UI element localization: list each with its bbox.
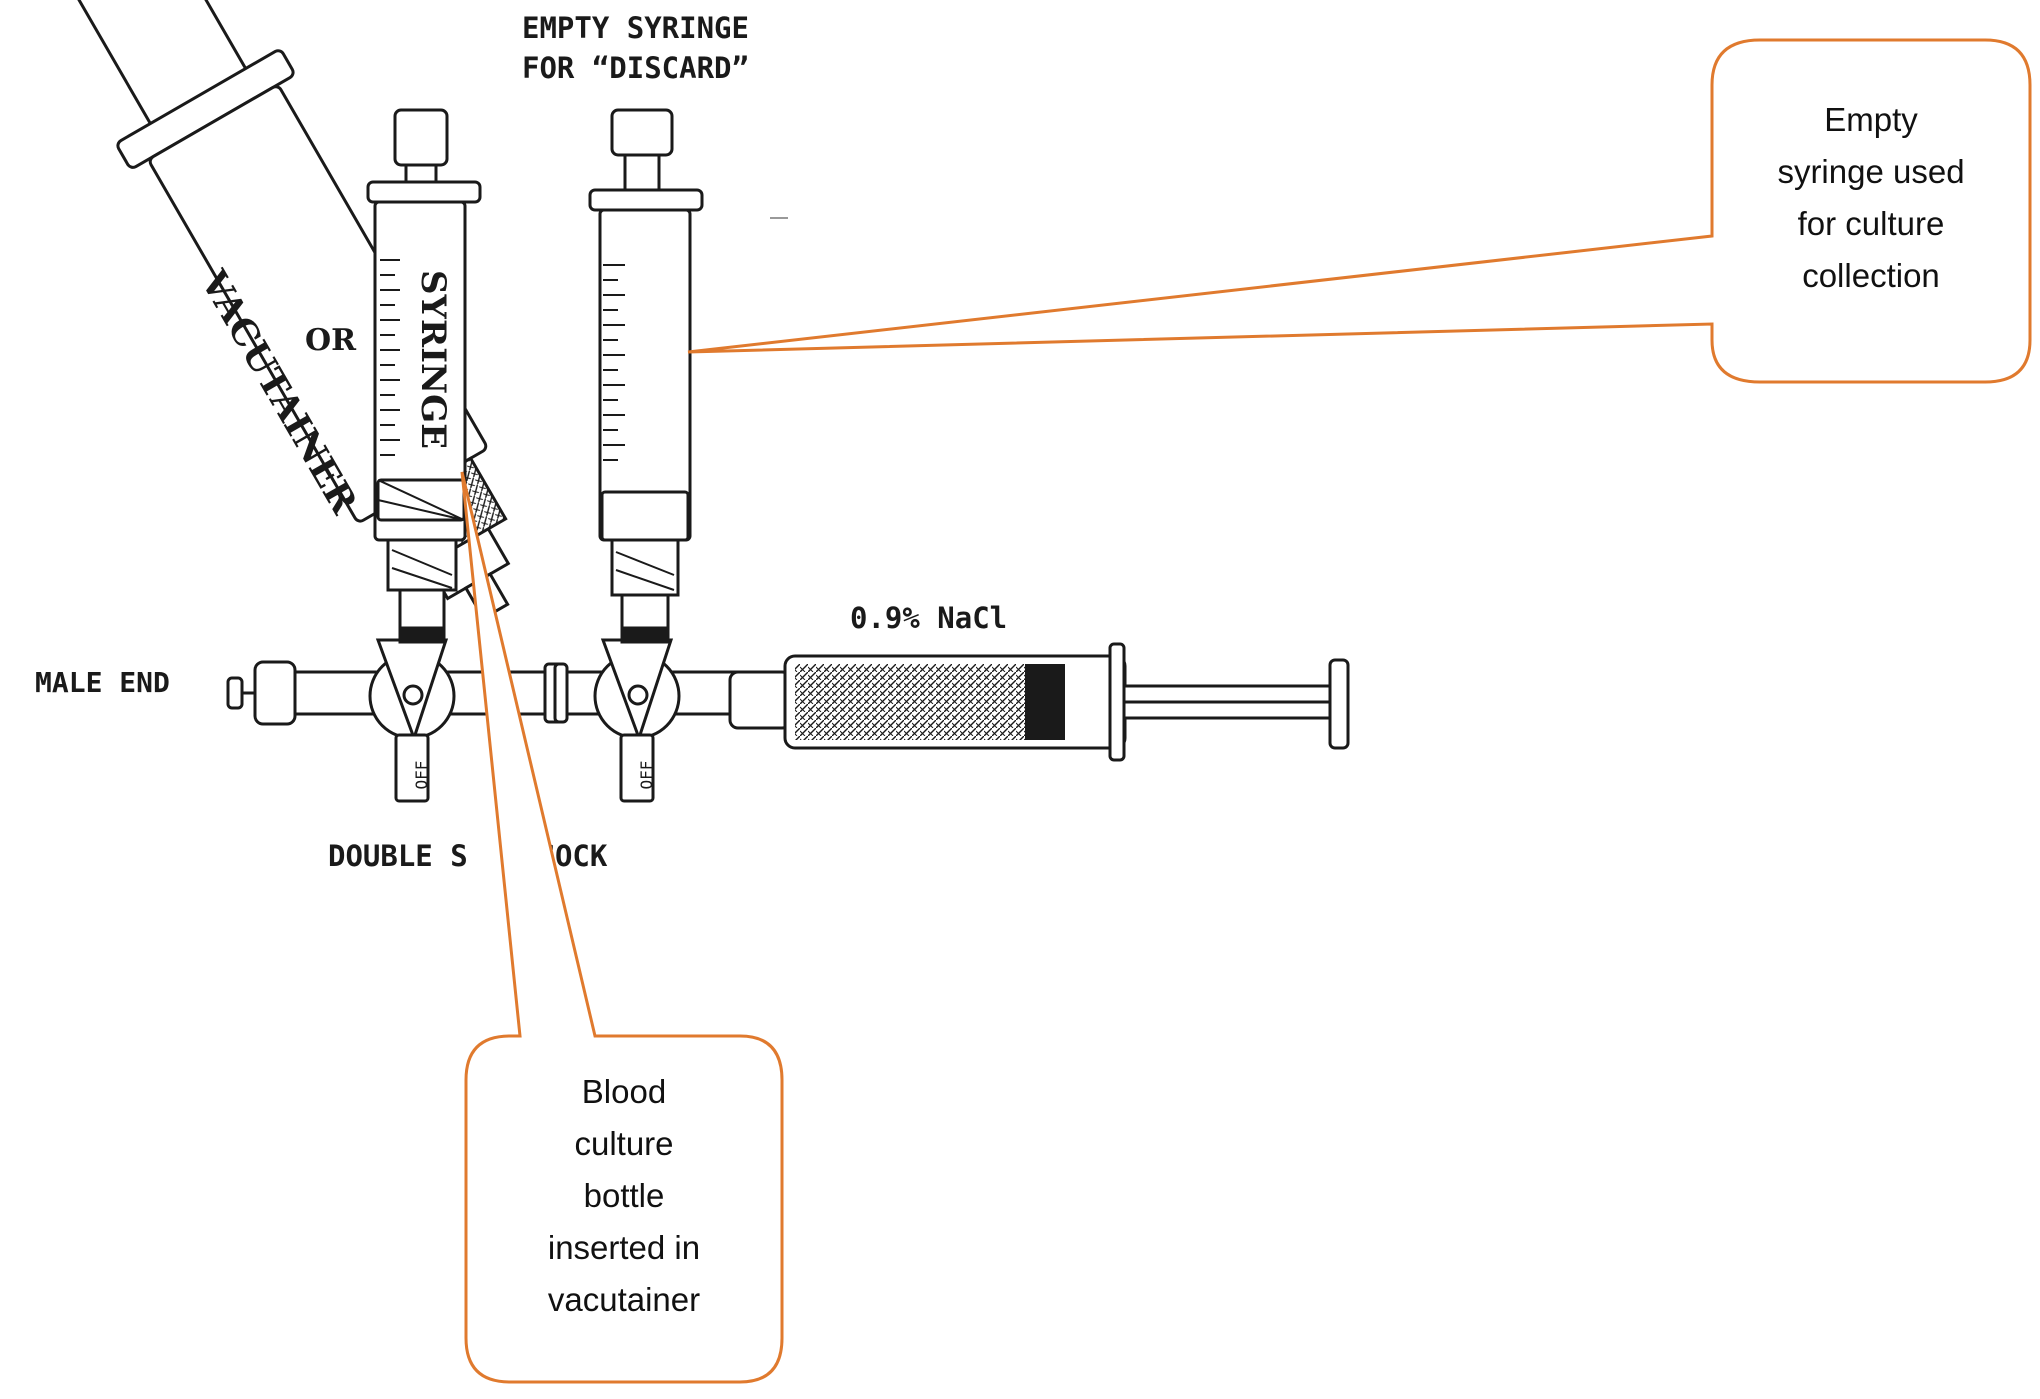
svg-text:OFF: OFF xyxy=(637,761,656,790)
svg-text:OFF: OFF xyxy=(412,761,431,790)
stopcock-left: OFF xyxy=(368,638,456,803)
stopcock-right: OFF xyxy=(593,638,681,803)
empty-syringe xyxy=(588,108,704,644)
callout-bottom xyxy=(460,471,784,1384)
callout-top-right xyxy=(687,38,2032,384)
syringe-left-ticks xyxy=(380,259,400,456)
nacl-label: 0.9% NaCl xyxy=(850,601,1007,635)
callout-bottom-text: Blood culture bottle inserted in vacutai… xyxy=(547,1073,701,1318)
male-end-label: MALE END xyxy=(35,666,170,699)
empty-syringe-label-line2: FOR “DISCARD” xyxy=(522,51,749,85)
empty-syringe-label-line1: EMPTY SYRINGE xyxy=(522,11,749,45)
nacl-syringe xyxy=(728,642,1350,762)
callout-top-right-text: Empty syringe used for culture collectio… xyxy=(1777,101,1965,294)
empty-syringe-ticks xyxy=(603,264,625,461)
vacutainer xyxy=(62,0,511,621)
double-stopcock-label: DOUBLE S PCOCK xyxy=(328,839,608,873)
or-label: OR xyxy=(305,323,357,358)
syringe-left xyxy=(366,108,482,644)
syringe-label: SYRINGE xyxy=(413,270,453,449)
